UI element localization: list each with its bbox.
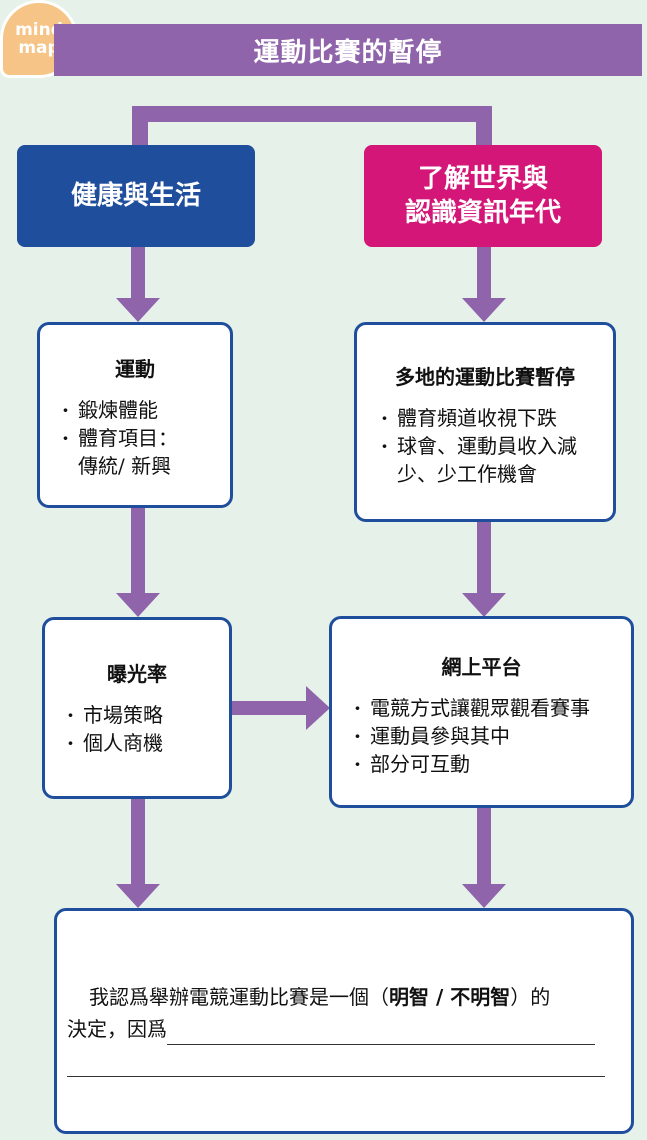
conclusion-part1: 我認爲舉辦電競運動比賽是一個（ xyxy=(89,985,389,1009)
node-exposure-title: 曝光率 xyxy=(107,662,167,686)
conclusion-text: 我認爲舉辦電競運動比賽是一個（明智 / 不明智）的 決定，因爲 xyxy=(67,981,609,1077)
node-suspension-title: 多地的運動比賽暫停 xyxy=(395,365,575,389)
category-health-life: 健康與生活 xyxy=(17,145,255,247)
node-online-item: 電競方式讓觀眾觀看賽事 xyxy=(354,694,631,722)
answer-blank-line2[interactable] xyxy=(67,1054,605,1077)
node-suspension-item: 球會、運動員收入減 xyxy=(381,432,613,460)
node-exposure-item: 個人商機 xyxy=(67,729,229,757)
conclusion-part2: ）的 xyxy=(510,985,551,1009)
option-wise[interactable]: 明智 xyxy=(389,985,429,1009)
option-unwise[interactable]: 不明智 xyxy=(450,985,511,1009)
badge-line2: map xyxy=(18,38,60,58)
node-suspension-item-continued: 少、少工作機會 xyxy=(397,462,537,486)
node-exercise: 運動 鍛煉體能 體育項目： 傳統/ 新興 xyxy=(37,322,233,508)
node-online-title: 網上平台 xyxy=(441,655,522,679)
node-exercise-item: 鍛煉體能 xyxy=(62,396,230,424)
node-online-platform: 網上平台 電競方式讓觀眾觀看賽事 運動員參與其中 部分可互動 xyxy=(329,616,634,808)
page-title: 運動比賽的暫停 xyxy=(54,24,642,76)
conclusion-line2-prefix: 決定，因爲 xyxy=(67,1017,167,1041)
node-suspension-item: 體育頻道收視下跌 xyxy=(381,404,613,432)
category-world-info-age: 了解世界與 認識資訊年代 xyxy=(364,145,602,247)
answer-blank-line1[interactable] xyxy=(167,1022,595,1045)
node-online-item: 部分可互動 xyxy=(354,750,631,778)
badge-line1: mind xyxy=(15,20,63,40)
node-exercise-item-continued: 傳統/ 新興 xyxy=(78,454,172,478)
category-right-label-line2: 認識資訊年代 xyxy=(404,198,561,228)
node-exercise-item: 體育項目： xyxy=(62,424,230,452)
node-exposure: 曝光率 市場策略 個人商機 xyxy=(42,617,232,799)
node-online-item: 運動員參與其中 xyxy=(354,722,631,750)
category-right-label-line1: 了解世界與 xyxy=(417,164,548,194)
category-left-label: 健康與生活 xyxy=(70,181,201,211)
node-exercise-title: 運動 xyxy=(115,357,155,381)
node-exposure-item: 市場策略 xyxy=(67,701,229,729)
node-suspension: 多地的運動比賽暫停 體育頻道收視下跌 球會、運動員收入減 少、少工作機會 xyxy=(354,322,616,522)
node-conclusion: 我認爲舉辦電競運動比賽是一個（明智 / 不明智）的 決定，因爲 xyxy=(54,908,634,1134)
option-separator: / xyxy=(429,985,451,1009)
